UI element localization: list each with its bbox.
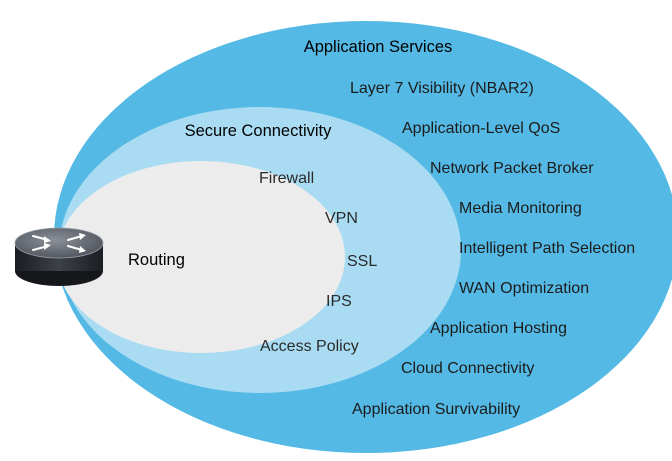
application-service-item: Network Packet Broker bbox=[430, 160, 594, 177]
application-services-title: Application Services bbox=[304, 38, 453, 56]
application-service-item: Application Hosting bbox=[430, 320, 567, 337]
router-icon bbox=[14, 227, 104, 286]
application-service-item: Application-Level QoS bbox=[402, 120, 560, 137]
routing-label: Routing bbox=[128, 251, 185, 269]
application-service-item: Cloud Connectivity bbox=[401, 360, 534, 377]
secure-connectivity-item: VPN bbox=[325, 210, 358, 227]
application-service-item: WAN Optimization bbox=[459, 280, 589, 297]
secure-connectivity-item: Firewall bbox=[259, 170, 314, 187]
secure-connectivity-title: Secure Connectivity bbox=[185, 122, 332, 140]
secure-connectivity-item: SSL bbox=[347, 253, 377, 270]
application-service-item: Layer 7 Visibility (NBAR2) bbox=[350, 80, 534, 97]
application-service-item: Media Monitoring bbox=[459, 200, 582, 217]
secure-connectivity-item: IPS bbox=[326, 293, 352, 310]
routing-ellipse bbox=[57, 161, 345, 353]
application-service-item: Application Survivability bbox=[352, 401, 520, 418]
secure-connectivity-item: Access Policy bbox=[260, 338, 359, 355]
application-service-item: Intelligent Path Selection bbox=[459, 240, 635, 257]
